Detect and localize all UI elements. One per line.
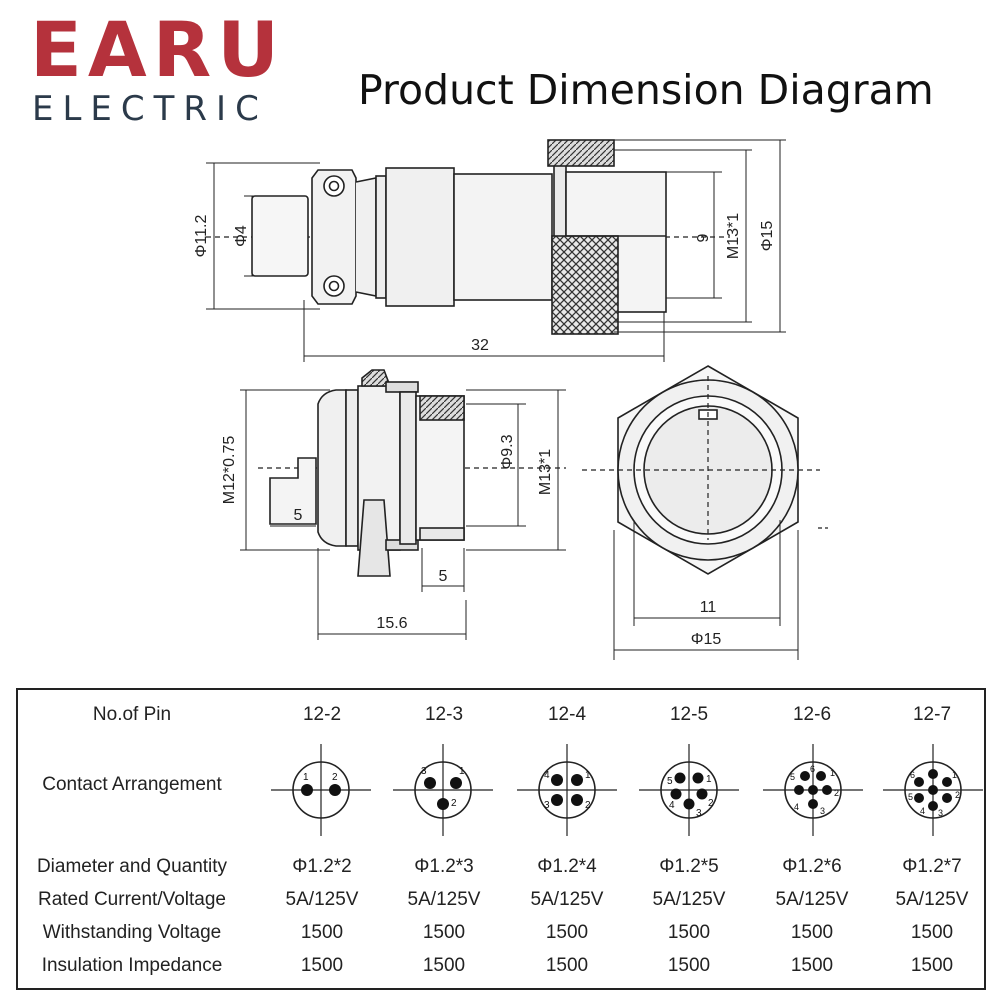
spec-table: No.of Pin 12-2 12-3 12-4 12-5 12-6 12-7 … xyxy=(16,688,986,990)
svg-text:4: 4 xyxy=(920,806,925,816)
cell-diameter: Φ1.2*6 xyxy=(782,856,842,877)
row-insulation: Insulation Impedance 1500 1500 1500 1500… xyxy=(18,951,984,981)
cell-rated: 5A/125V xyxy=(285,889,359,910)
row-pin: No.of Pin 12-2 12-3 12-4 12-5 12-6 12-7 xyxy=(18,700,984,730)
svg-text:3: 3 xyxy=(544,800,550,811)
dim-d4: Φ4 xyxy=(233,225,250,247)
dim-11: 11 xyxy=(700,599,717,616)
contact-arrangement-12-6: 5 6 1 2 4 3 xyxy=(763,744,863,836)
svg-text:4: 4 xyxy=(669,800,675,811)
svg-text:2: 2 xyxy=(451,798,457,809)
cell-insulation: 1500 xyxy=(910,955,954,976)
svg-text:6: 6 xyxy=(910,770,915,780)
svg-text:2: 2 xyxy=(834,788,839,798)
cell-pin: 12-2 xyxy=(302,704,342,725)
cell-diameter: Φ1.2*4 xyxy=(537,856,597,877)
dim-9: 9 xyxy=(695,233,712,242)
svg-text:3: 3 xyxy=(820,806,825,816)
cell-diameter: Φ1.2*3 xyxy=(414,856,474,877)
row-withstanding: Withstanding Voltage 1500 1500 1500 1500… xyxy=(18,918,984,948)
dim-d11-2: Φ11.2 xyxy=(193,215,210,258)
svg-text:1: 1 xyxy=(706,774,712,785)
cell-rated: 5A/125V xyxy=(775,889,849,910)
contact-arrangement-12-4: 4 1 3 2 xyxy=(517,744,617,836)
cell-insulation: 1500 xyxy=(545,955,589,976)
brand-logo: EARU xyxy=(30,5,285,94)
svg-text:2: 2 xyxy=(708,798,714,809)
svg-text:5: 5 xyxy=(790,772,795,782)
cell-withstanding: 1500 xyxy=(790,922,834,943)
cell-withstanding: 1500 xyxy=(667,922,711,943)
page-title: Product Dimension Diagram xyxy=(358,66,934,114)
cell-rated: 5A/125V xyxy=(407,889,481,910)
front-view xyxy=(582,365,828,660)
dim-32: 32 xyxy=(471,337,489,354)
dim-m12: M12*0.75 xyxy=(221,436,238,505)
svg-text:1: 1 xyxy=(459,766,465,777)
cell-withstanding: 1500 xyxy=(300,922,344,943)
cell-pin: 12-4 xyxy=(547,704,587,725)
row-rated: Rated Current/Voltage 5A/125V 5A/125V 5A… xyxy=(18,885,984,915)
row-label: No.of Pin xyxy=(92,704,172,725)
svg-text:1: 1 xyxy=(303,772,309,783)
row-contact: Contact Arrangement xyxy=(18,770,984,800)
row-diameter: Diameter and Quantity Φ1.2*2 Φ1.2*3 Φ1.2… xyxy=(18,852,984,882)
dim-5-thread: 5 xyxy=(439,568,448,585)
svg-text:2: 2 xyxy=(585,800,591,811)
cell-withstanding: 1500 xyxy=(910,922,954,943)
cell-pin: 12-7 xyxy=(912,704,952,725)
dim-d15-top: Φ15 xyxy=(759,221,776,252)
dim-d15-front: Φ15 xyxy=(691,631,722,648)
top-view xyxy=(206,139,786,362)
cell-insulation: 1500 xyxy=(790,955,834,976)
contact-arrangement-12-5: 5 1 4 2 3 xyxy=(639,744,739,836)
cell-withstanding: 1500 xyxy=(422,922,466,943)
row-label: Withstanding Voltage xyxy=(42,922,222,943)
dim-15-6: 15.6 xyxy=(376,615,407,632)
cell-pin: 12-5 xyxy=(669,704,709,725)
cell-diameter: Φ1.2*7 xyxy=(902,856,962,877)
cell-insulation: 1500 xyxy=(422,955,466,976)
cell-withstanding: 1500 xyxy=(545,922,589,943)
dimension-drawing: Φ11.2 Φ4 9 M13*1 Φ15 32 M12*0.75 xyxy=(193,139,828,660)
svg-text:3: 3 xyxy=(421,766,427,777)
dim-m13-side: M13*1 xyxy=(537,449,554,495)
svg-text:1: 1 xyxy=(952,770,957,780)
svg-text:1: 1 xyxy=(830,768,835,778)
row-label: Contact Arrangement xyxy=(42,774,222,795)
row-label: Insulation Impedance xyxy=(41,955,223,976)
cell-pin: 12-3 xyxy=(424,704,464,725)
brand-subtitle: ELECTRIC xyxy=(32,89,268,129)
row-label: Rated Current/Voltage xyxy=(37,889,226,910)
cell-rated: 5A/125V xyxy=(652,889,726,910)
cell-diameter: Φ1.2*2 xyxy=(292,856,352,877)
svg-text:5: 5 xyxy=(667,776,673,787)
svg-text:2: 2 xyxy=(332,772,338,783)
contact-arrangement-12-3: 3 1 2 xyxy=(393,744,493,836)
svg-text:4: 4 xyxy=(794,802,799,812)
svg-text:3: 3 xyxy=(696,808,702,819)
svg-text:6: 6 xyxy=(810,764,815,774)
contact-arrangement-12-7: 6 1 2 5 4 3 xyxy=(883,744,983,836)
svg-text:5: 5 xyxy=(908,792,913,802)
cell-diameter: Φ1.2*5 xyxy=(659,856,719,877)
cell-pin: 12-6 xyxy=(792,704,832,725)
svg-text:4: 4 xyxy=(544,770,550,781)
svg-text:2: 2 xyxy=(955,790,960,800)
dim-d9-3: Φ9.3 xyxy=(499,434,516,469)
cell-insulation: 1500 xyxy=(667,955,711,976)
dim-5-pin: 5 xyxy=(294,507,303,524)
cell-insulation: 1500 xyxy=(300,955,344,976)
cell-rated: 5A/125V xyxy=(530,889,604,910)
svg-text:3: 3 xyxy=(938,808,943,818)
dim-m13-top: M13*1 xyxy=(725,213,742,259)
row-label: Diameter and Quantity xyxy=(36,856,228,877)
svg-text:1: 1 xyxy=(585,770,591,781)
side-view xyxy=(240,369,566,640)
contact-arrangement-12-2: 1 2 xyxy=(271,744,371,836)
cell-rated: 5A/125V xyxy=(895,889,969,910)
